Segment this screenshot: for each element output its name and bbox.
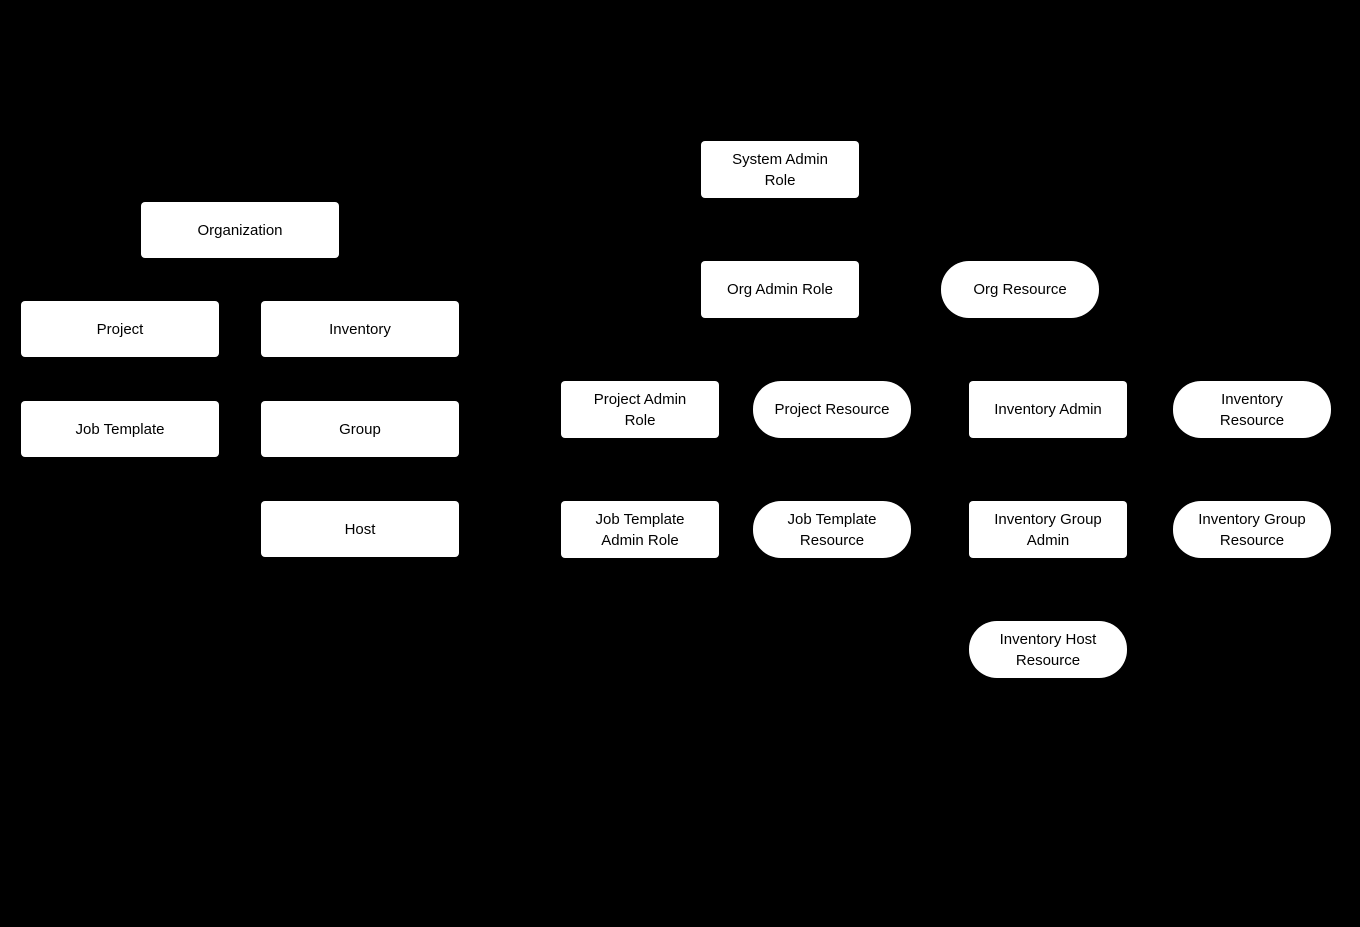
node-label: Project Admin (593, 390, 687, 408)
node-label: Host (344, 520, 376, 538)
node-label: Inventory Group (994, 510, 1102, 528)
node-label: Inventory Group (1198, 510, 1306, 528)
node-org-admin-role: Org Admin Role (701, 261, 859, 318)
node-label: Job Template (595, 510, 685, 528)
node-label: Group (339, 420, 381, 438)
node-label: Project (96, 320, 144, 338)
node-label: Org Admin Role (727, 281, 833, 298)
node-inventory-admin: Inventory Admin (969, 381, 1127, 438)
node-label: Organization (197, 221, 283, 239)
node-label: Role (764, 171, 796, 189)
node-label: Resource (1015, 651, 1081, 669)
node-label: Project Resource (774, 401, 890, 418)
node-label: Inventory (329, 320, 391, 338)
node-group: Group (261, 401, 459, 457)
node-organization: Organization (141, 202, 339, 258)
node-label: Org Resource (973, 281, 1067, 298)
node-host: Host (261, 501, 459, 557)
node-label: Inventory Admin (994, 401, 1102, 418)
node-label: Inventory (1221, 390, 1283, 408)
node-label: Job Template (75, 420, 165, 438)
node-label: Inventory Host (999, 630, 1097, 648)
node-project: Project (21, 301, 219, 357)
node-org-resource: Org Resource (941, 261, 1099, 318)
node-inventory: Inventory (261, 301, 459, 357)
node-label: Resource (1219, 531, 1285, 549)
node-label: Admin (1026, 531, 1070, 549)
node-job-template: Job Template (21, 401, 219, 457)
node-label: Job Template (787, 510, 877, 528)
node-label: System Admin (732, 150, 828, 168)
node-project-resource: Project Resource (753, 381, 911, 438)
node-label: Resource (799, 531, 865, 549)
node-label: Resource (1219, 411, 1285, 429)
node-label: Admin Role (601, 531, 679, 549)
node-label: Role (624, 411, 656, 429)
